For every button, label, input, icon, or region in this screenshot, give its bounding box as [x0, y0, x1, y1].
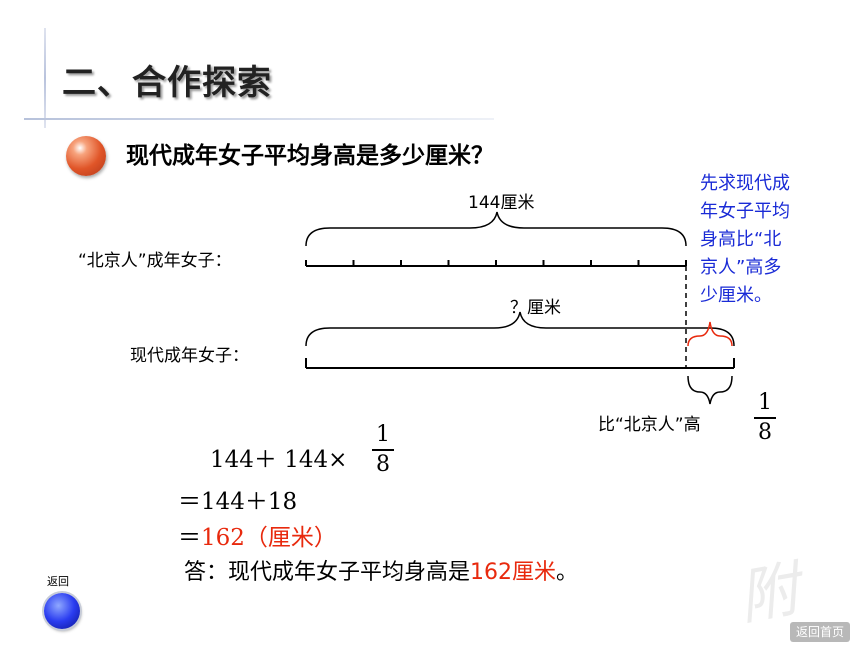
hint-line: 京人”高多: [700, 257, 782, 278]
unknown-measure-label: ？厘米: [510, 298, 561, 318]
answer-suffix: 。: [556, 560, 579, 585]
return-button[interactable]: [44, 593, 80, 629]
extra-red-brace: [687, 321, 733, 347]
bottom-brace: [305, 311, 735, 347]
extra-fraction-denominator: 8: [758, 420, 772, 445]
hint-line: 少厘米。: [700, 285, 772, 306]
top-row-label: “北京人”成年女子：: [78, 251, 232, 271]
answer-value: 162厘米: [470, 560, 557, 585]
hint-note: 先求现代成 年女子平均 身高比“北 京人”高多 少厘米。: [700, 170, 825, 310]
solution-line2: ＝144＋18: [178, 489, 298, 515]
bottom-row-label: 现代成年女子：: [130, 346, 249, 366]
title-accent-vertical: [44, 28, 46, 128]
extra-fraction-numerator: 1: [758, 390, 772, 415]
solution-fraction-bar: [372, 449, 394, 451]
extra-label: 比“北京人”高: [598, 415, 701, 435]
extra-fraction-bar: [754, 417, 776, 419]
hint-line: 先求现代成: [700, 173, 790, 194]
hint-line: 年女子平均: [700, 201, 790, 222]
page-title: 二、合作探索: [62, 63, 272, 103]
solution-result: 162（厘米）: [201, 525, 337, 551]
title-accent-horizontal: [24, 118, 494, 120]
hint-line: 身高比“北: [700, 229, 782, 250]
question-text: 现代成年女子平均身高是多少厘米？: [126, 143, 494, 169]
home-button[interactable]: 返回首页: [790, 622, 850, 642]
top-line-ticks: [305, 260, 687, 266]
top-brace: [305, 211, 687, 247]
extra-under-brace: [687, 375, 733, 405]
solution-line3: ＝162（厘米）: [178, 518, 337, 552]
solution-line1: 144＋ 144×: [210, 447, 348, 473]
extra-fraction: 1 8: [754, 390, 776, 446]
return-label: 返回: [47, 575, 69, 588]
answer-prefix: 答：现代成年女子平均身高是: [184, 560, 471, 585]
solution-fraction: 1 8: [372, 422, 394, 478]
solution-line3-eq: ＝: [178, 525, 201, 551]
bullet-ball-icon: [66, 136, 106, 176]
top-measure-label: 144厘米: [468, 193, 535, 213]
solution-fraction-denominator: 8: [376, 452, 390, 477]
answer-sentence: 答：现代成年女子平均身高是162厘米。: [184, 554, 578, 586]
solution-fraction-numerator: 1: [376, 422, 390, 447]
